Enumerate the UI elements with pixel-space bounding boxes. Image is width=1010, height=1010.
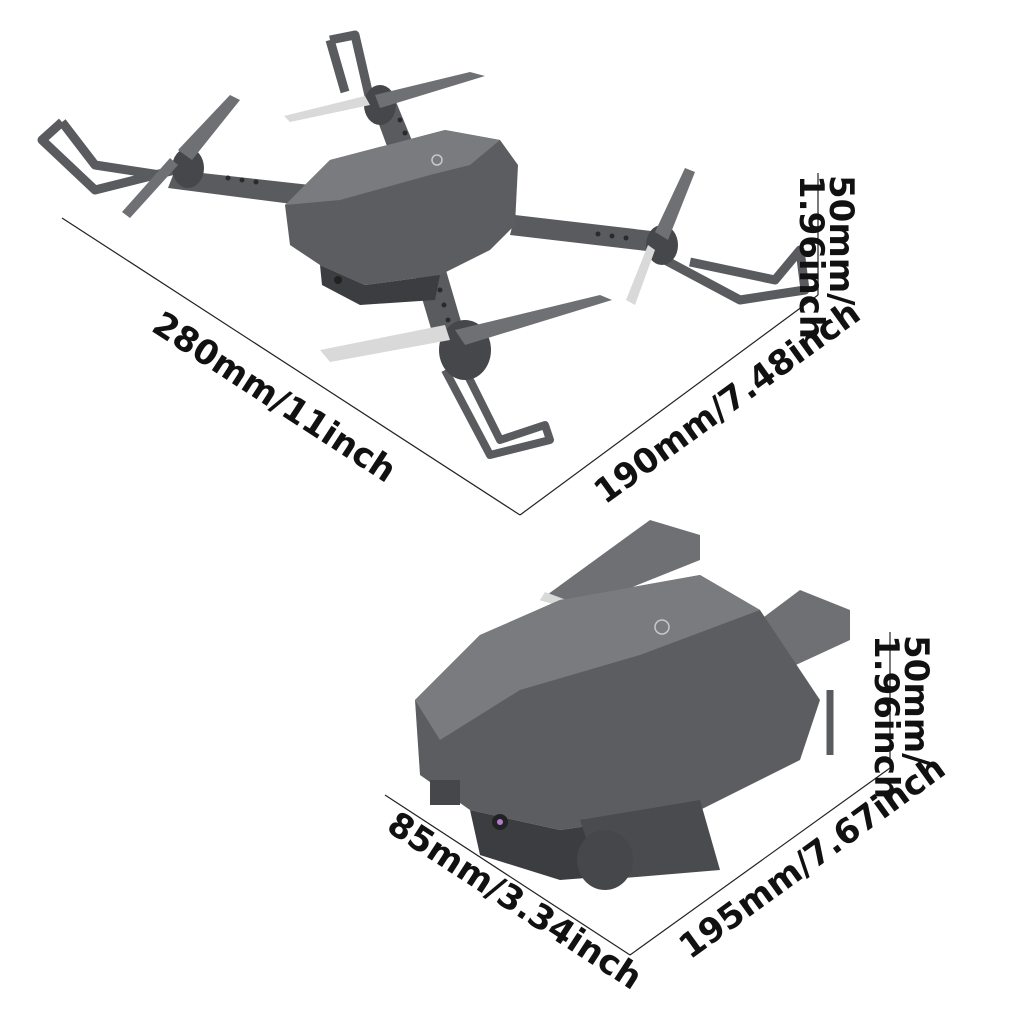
prop-guard-left: [37, 118, 177, 195]
prop-guard-right: [662, 245, 810, 305]
power-icon: [431, 154, 443, 166]
prop-guard-front: [441, 368, 554, 459]
folded-power-icon: [654, 619, 670, 635]
folded-dimension-lines: [384, 632, 891, 956]
prop-guard-rear: [325, 30, 375, 102]
arm-rear-right: [510, 215, 660, 252]
folded-height-label-group: 50mm/1.96inch: [866, 635, 936, 799]
unfolded-height-label-group: 50mm/1.96inch: [791, 175, 861, 339]
unfolded-dimension-lines: [61, 173, 819, 516]
unfolded-height-label: 50mm/1.96inch: [791, 175, 861, 339]
propellers-unfolded: [122, 72, 695, 362]
folded-drone: [415, 520, 850, 890]
folded-height-label: 50mm/1.96inch: [866, 635, 936, 799]
camera-lens: [334, 276, 342, 284]
unfolded-length-label: 280mm/11inch: [145, 304, 403, 491]
arm-front-left: [168, 170, 310, 205]
unfolded-drone: [37, 30, 810, 459]
